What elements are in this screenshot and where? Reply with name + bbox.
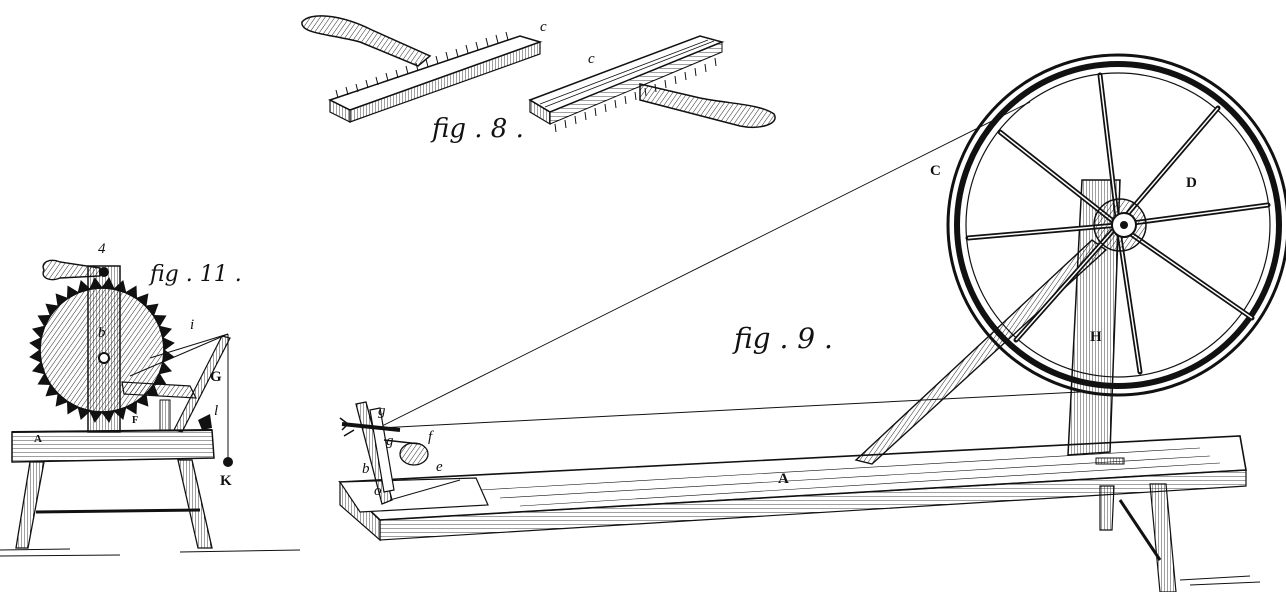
label-fig8-c-right: c — [588, 51, 595, 67]
ratchet-tooth — [29, 336, 42, 352]
label-fig9-g-top: g — [378, 403, 386, 419]
label-fig9-b: b — [362, 461, 370, 477]
ratchet-tooth — [31, 360, 46, 375]
ratchet-tooth — [135, 392, 149, 407]
ratchet-tooth — [158, 360, 173, 375]
label-fig9-f: f — [428, 429, 433, 445]
ratchet-tooth — [77, 279, 92, 294]
fig8-comb-left — [301, 15, 543, 123]
ratchet-tooth — [29, 348, 42, 364]
ratchet-tooth — [55, 392, 69, 407]
ratchet-tooth — [152, 314, 167, 328]
fig8-comb-right — [528, 35, 776, 133]
label-fig11-l: l — [214, 403, 219, 419]
label-fig11-A: A — [34, 433, 42, 445]
ratchet-tooth — [162, 348, 175, 364]
fig11-winder — [0, 259, 301, 557]
ratchet-tooth — [66, 285, 80, 300]
label-fig11-i: i — [190, 317, 195, 333]
ratchet-tooth — [124, 400, 138, 415]
ratchet-tooth — [37, 314, 52, 328]
label-fig9-g-bottom: g — [386, 433, 394, 449]
ratchet-tooth — [45, 383, 60, 397]
label-fig11-G: G — [210, 369, 222, 385]
label-fig9-C: C — [930, 163, 941, 179]
label-fig9-e: e — [436, 459, 443, 475]
label-fig11-K: K — [220, 473, 232, 489]
ratchet-tooth — [31, 325, 46, 340]
label-fig11-F: F — [132, 415, 139, 426]
ratchet-tooth — [66, 400, 80, 415]
ratchet-tooth — [45, 303, 60, 317]
label-fig9-o: o — [374, 483, 382, 499]
ratchet-tooth — [37, 372, 52, 386]
fig9-spinning-wheel — [338, 53, 1286, 592]
fig11-caption: fig . 11 . — [150, 262, 242, 287]
label-fig11-b: b — [98, 325, 106, 341]
ratchet-tooth — [135, 293, 149, 308]
label-fig9-D: D — [1186, 175, 1197, 191]
ratchet-tooth — [55, 293, 69, 308]
label-fig9-A: A — [778, 471, 789, 487]
label-fig8-c-left: c — [540, 19, 547, 35]
fig9-caption: fig . 9 . — [734, 322, 833, 355]
fig8-caption: fig . 8 . — [432, 114, 524, 144]
ratchet-tooth — [158, 325, 173, 340]
ratchet-tooth — [162, 336, 175, 352]
ratchet-tooth — [124, 285, 138, 300]
label-fig9-H: H — [1090, 329, 1102, 345]
label-fig11-4: 4 — [98, 241, 106, 257]
ratchet-tooth — [144, 303, 159, 317]
ratchet-tooth — [77, 406, 92, 421]
